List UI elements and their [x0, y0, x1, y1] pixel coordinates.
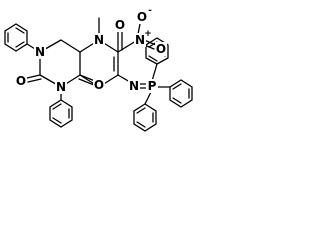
atom-o2: O [16, 74, 26, 88]
atom-o-upper: O [115, 18, 125, 32]
nitro-plus-charge: + [144, 29, 152, 39]
phenyl-ring-p-bottom [133, 103, 157, 132]
atom-n1: N [35, 45, 45, 59]
atom-n-imine: N [129, 79, 139, 93]
bond [26, 74, 41, 79]
atom-p: P [148, 79, 157, 93]
atom-n3: N [56, 80, 66, 94]
atom-n-methyl: N [94, 33, 104, 47]
phenyl-ring-n1 [4, 23, 28, 52]
atom-o-nitro-double: O [156, 42, 166, 56]
bond [78, 78, 95, 86]
atom-n-nitro: N [135, 33, 145, 47]
atom-labels: N O N + O - O N P N N O O [15, 6, 167, 94]
nitro-minus-charge: - [148, 6, 152, 16]
atom-o4: O [94, 78, 104, 92]
atom-o-nitro-minus: O [137, 10, 147, 24]
bond [151, 63, 158, 82]
bond [137, 23, 141, 35]
bond [144, 91, 152, 105]
chemical-structure: N O N + O - O N P N N O O [4, 6, 193, 132]
phenyl-ring-p-right [169, 79, 193, 108]
bond [117, 40, 137, 53]
bond [60, 39, 81, 53]
phenyl-ring-n3 [49, 99, 73, 128]
bond [27, 78, 42, 83]
